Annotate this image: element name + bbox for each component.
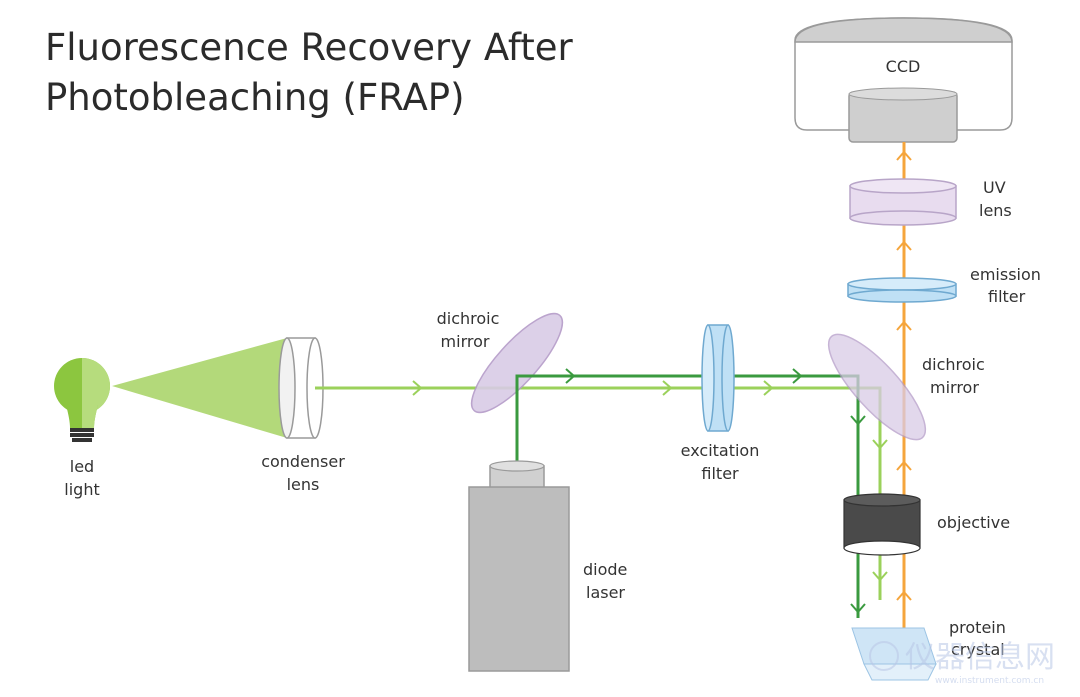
protein-crystal-label-2: crystal (951, 640, 1005, 659)
watermark-text: 仪器信息网 (905, 640, 1055, 675)
watermark: 仪器信息网 www.instrument.com.cn (869, 640, 1055, 686)
uv-lens-label-2: lens (979, 201, 1012, 220)
led-light-cone (112, 338, 287, 438)
led-light-label-2: light (64, 480, 99, 499)
ccd-label: CCD (886, 57, 921, 76)
uv-lens-label-1: UV (983, 178, 1006, 197)
objective-label: objective (937, 513, 1010, 532)
title-line-1: Fluorescence Recovery After (45, 26, 573, 69)
diode-laser-label-2: laser (586, 583, 625, 602)
excitation-filter (701, 324, 735, 432)
emission-filter (847, 277, 957, 303)
dichroic-mirror-right-label-2: mirror (930, 378, 979, 397)
diode-laser-label-1: diode (583, 560, 627, 579)
dichroic-mirror-left-label-2: mirror (441, 332, 490, 351)
condenser-lens (278, 337, 324, 439)
emission-filter-label-1: emission (970, 265, 1041, 284)
dichroic-mirror-right-label-1: dichroic (922, 355, 985, 374)
uv-lens (849, 178, 957, 226)
condenser-lens-label-2: lens (287, 475, 320, 494)
protein-crystal-label-1: protein (949, 618, 1006, 637)
excitation-filter-label-2: filter (701, 464, 739, 483)
watermark-url: www.instrument.com.cn (935, 676, 1044, 686)
diode-laser (468, 460, 570, 672)
ccd-camera (794, 17, 1013, 143)
emission-filter-label-2: filter (988, 287, 1026, 306)
title-line-2: Photobleaching (FRAP) (45, 76, 465, 119)
condenser-lens-label-1: condenser (261, 452, 345, 471)
objective (843, 493, 921, 556)
led-bulb-icon (54, 358, 110, 442)
dichroic-mirror-right (827, 333, 927, 441)
led-light-label-1: led (70, 457, 94, 476)
dichroic-mirror-left-label-1: dichroic (437, 309, 500, 328)
excitation-filter-label-1: excitation (681, 441, 760, 460)
